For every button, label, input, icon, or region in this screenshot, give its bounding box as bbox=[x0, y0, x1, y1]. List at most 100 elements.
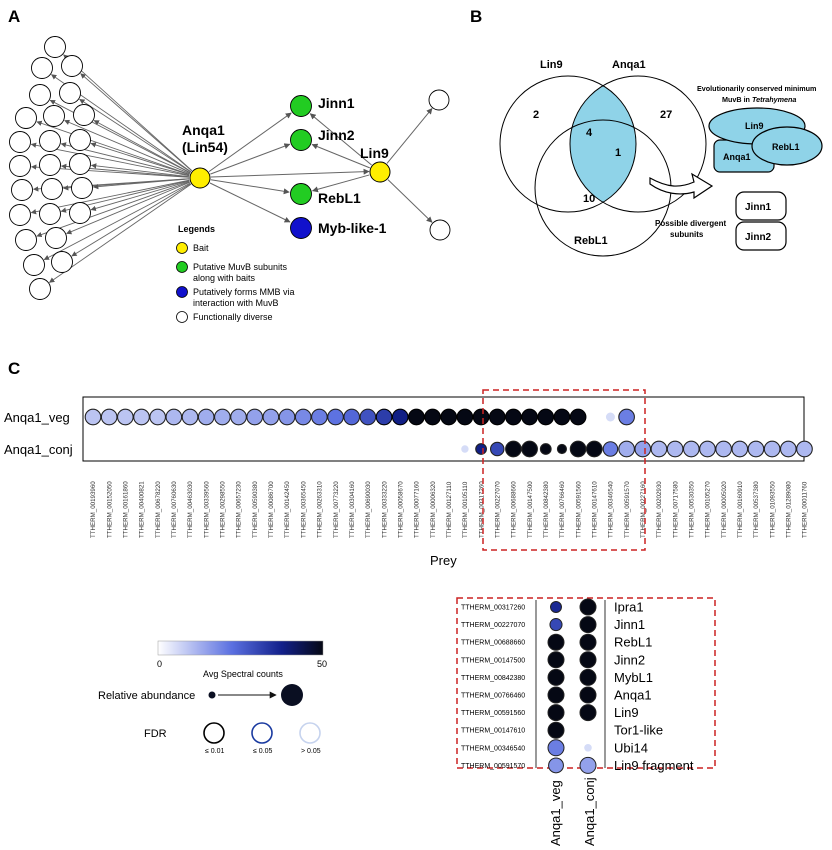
prey-node bbox=[31, 57, 53, 79]
zoom-conj-point bbox=[579, 704, 597, 722]
conj-point bbox=[715, 440, 732, 458]
x-tick-label: TTHERM_00105270 bbox=[705, 481, 712, 538]
fdr-005-circle bbox=[251, 722, 273, 744]
x-tick-label: TTHERM_00842380 bbox=[543, 481, 550, 538]
zoom-veg-point bbox=[547, 704, 565, 722]
zoom-gene-name: Ubi14 bbox=[614, 740, 648, 755]
legend-bait-text: Bait bbox=[193, 243, 209, 253]
muvb-node bbox=[290, 95, 312, 117]
x-tick-label: TTHERM_00463030 bbox=[187, 481, 194, 538]
network-nodes bbox=[9, 36, 451, 300]
x-tick-label: TTHERM_00147500 bbox=[527, 481, 534, 538]
x-tick-label: TTHERM_00591570 bbox=[624, 481, 631, 538]
veg-point bbox=[408, 408, 425, 426]
conj-point bbox=[779, 440, 797, 458]
x-tick-label: TTHERM_00142450 bbox=[284, 481, 291, 538]
edge-bait-prey bbox=[30, 142, 190, 177]
venn-label-rebl1: RebL1 bbox=[574, 235, 608, 247]
venn-circle-anqa1 bbox=[569, 75, 707, 213]
edge-bait-prey bbox=[93, 120, 191, 174]
panel-b-letter: B bbox=[470, 7, 482, 26]
edge-bait-prey bbox=[92, 178, 190, 190]
conj-point bbox=[699, 440, 716, 458]
veg-point bbox=[149, 408, 167, 426]
lin9-label: Lin9 bbox=[360, 145, 389, 161]
x-tick-label: TTHERM_00161860 bbox=[123, 481, 130, 538]
x-tick-label: TTHERM_00086700 bbox=[268, 481, 275, 538]
prey-node bbox=[41, 178, 63, 200]
conj-point bbox=[763, 440, 781, 458]
x-tick-label: TTHERM_00690030 bbox=[365, 481, 372, 538]
myb-node bbox=[290, 217, 312, 239]
zoom-conj-point bbox=[579, 633, 597, 651]
edge-bait-myb bbox=[209, 182, 291, 223]
muvb-node bbox=[290, 183, 312, 205]
veg-point bbox=[262, 408, 280, 426]
conj-point bbox=[618, 440, 635, 458]
edge-bait-prey bbox=[71, 183, 191, 257]
veg-point bbox=[278, 408, 296, 426]
veg-point bbox=[424, 408, 441, 426]
zoom-veg-point bbox=[547, 721, 565, 739]
complex-rebl1-shape bbox=[751, 126, 823, 166]
conj-point bbox=[796, 440, 813, 458]
edge-bait-muvb bbox=[210, 143, 291, 175]
bait-node-anqa1 bbox=[189, 167, 211, 189]
veg-point bbox=[311, 408, 328, 426]
x-tick-label: TTHERM_00298550 bbox=[220, 481, 227, 538]
venn-count-all: 1 bbox=[615, 147, 621, 159]
conserved-title-species: Tetrahymena bbox=[752, 95, 796, 104]
conj-point bbox=[747, 440, 765, 458]
conj-point bbox=[682, 440, 700, 458]
x-tick-label: TTHERM_00333220 bbox=[381, 481, 388, 538]
divergent-label: Possible divergent bbox=[655, 219, 726, 228]
x-tick-label: TTHERM_00227070 bbox=[494, 481, 501, 538]
edge-bait-prey bbox=[43, 182, 191, 261]
veg-point bbox=[375, 408, 393, 426]
conj-point bbox=[489, 441, 505, 457]
venn-count-lin9-only: 2 bbox=[533, 109, 539, 121]
panel-a-letter: A bbox=[8, 7, 20, 26]
zoom-veg-point bbox=[547, 668, 565, 686]
zoom-col-label-conj: Anqa1_conj bbox=[582, 777, 597, 846]
edge-bait-prey bbox=[64, 119, 191, 175]
x-tick-label: TTHERM_00717580 bbox=[672, 481, 679, 538]
veg-point bbox=[327, 408, 344, 426]
fdr-001-text: ≤ 0.01 bbox=[205, 748, 225, 755]
veg-point bbox=[294, 408, 312, 426]
prey-node bbox=[39, 203, 61, 225]
x-tick-label: TTHERM_00263310 bbox=[317, 481, 324, 538]
bait-node-lin9 bbox=[369, 161, 391, 183]
x-tick-label: TTHERM_00339560 bbox=[203, 481, 210, 538]
venn-count-lin9-anqa1: 4 bbox=[586, 127, 593, 139]
x-tick-label: TTHERM_00105110 bbox=[462, 481, 469, 538]
prey-node bbox=[44, 36, 66, 58]
veg-point bbox=[230, 408, 247, 426]
complex-lin9-label: Lin9 bbox=[745, 121, 764, 131]
zoom-gene-name: Jinn1 bbox=[614, 617, 645, 632]
x-tick-label: TTHERM_00152050 bbox=[106, 481, 113, 538]
x-tick-label: TTHERM_00530350 bbox=[688, 481, 695, 538]
venn-highlight-group bbox=[570, 76, 636, 212]
edge-bait-lin9 bbox=[210, 168, 370, 178]
prey-node bbox=[9, 131, 31, 153]
network-edges bbox=[30, 54, 433, 283]
edge-bait-prey bbox=[90, 163, 190, 178]
prey-node bbox=[29, 278, 51, 300]
x-tick-label: TTHERM_00678220 bbox=[155, 481, 162, 538]
zoom-gene-name: Tor1-like bbox=[614, 723, 663, 738]
x-tick-label: TTHERM_00005020 bbox=[721, 481, 728, 538]
jinn2-label: Jinn2 bbox=[318, 127, 355, 143]
abundance-small-dot bbox=[208, 691, 216, 699]
prey-node bbox=[23, 254, 45, 276]
zoom-prey-id: TTHERM_00766460 bbox=[461, 693, 525, 700]
veg-point bbox=[197, 408, 215, 426]
prey-node bbox=[39, 130, 61, 152]
prey-node bbox=[43, 105, 65, 127]
edge-lin9-muvb bbox=[309, 113, 372, 166]
x-tick-label: TTHERM_00537380 bbox=[753, 481, 760, 538]
highlight-box-zoom bbox=[456, 597, 716, 769]
x-tick-label: TTHERM_00147610 bbox=[591, 481, 598, 538]
row-label-veg: Anqa1_veg bbox=[4, 410, 70, 425]
